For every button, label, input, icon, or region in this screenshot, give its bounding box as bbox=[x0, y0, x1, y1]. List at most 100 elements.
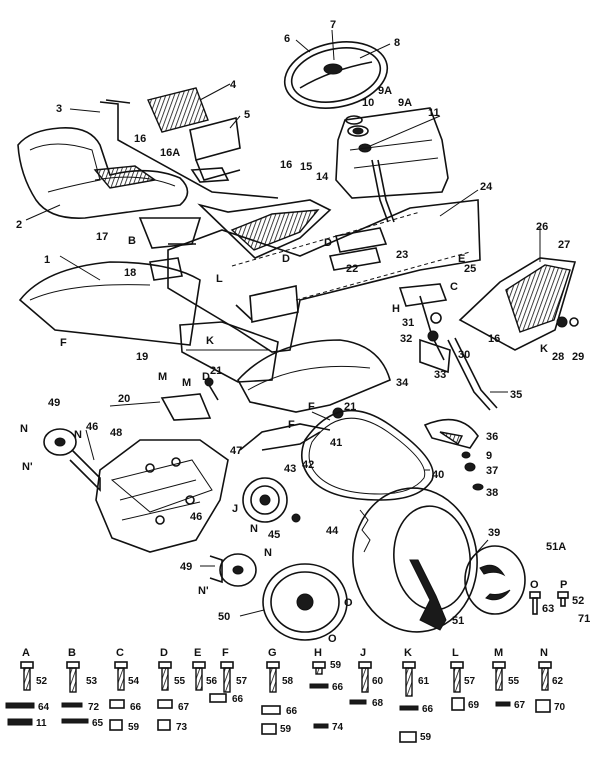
callout-35: 35 bbox=[510, 389, 522, 401]
hw-67a: 67 bbox=[178, 702, 190, 713]
callout-28: 28 bbox=[552, 351, 564, 363]
callout-6: 6 bbox=[284, 33, 290, 45]
callout-48: 48 bbox=[110, 427, 122, 439]
hw-74: 74 bbox=[332, 722, 344, 733]
callout-42: 42 bbox=[302, 459, 314, 471]
callout-33: 33 bbox=[434, 369, 446, 381]
battery-tray bbox=[179, 321, 279, 383]
callout-15: 15 bbox=[300, 161, 312, 173]
callout-20: 20 bbox=[118, 393, 130, 405]
callout-31: 31 bbox=[402, 317, 414, 329]
hw-letter-h: H bbox=[314, 647, 322, 659]
hardware-bolt-row bbox=[20, 661, 552, 697]
callout-b: B bbox=[128, 235, 136, 247]
bolt-shank-d bbox=[161, 667, 169, 691]
callout-18: 18 bbox=[124, 267, 136, 279]
bolt-shank-m bbox=[495, 667, 503, 691]
callout-n-right: N bbox=[264, 547, 272, 559]
callout-24: 24 bbox=[480, 181, 493, 193]
hw-66c: 66 bbox=[286, 706, 298, 717]
hw-letter-d: D bbox=[160, 647, 168, 659]
callout-f-link2: F bbox=[288, 419, 295, 431]
callout-27: 27 bbox=[558, 239, 570, 251]
hw-letter-l: L bbox=[452, 647, 459, 659]
callout-10: 10 bbox=[362, 97, 374, 109]
hw-59a: 59 bbox=[128, 722, 140, 733]
bolt-head-j bbox=[358, 661, 372, 669]
axle-hub-right bbox=[209, 553, 257, 587]
hw-num-g: 58 bbox=[282, 676, 294, 687]
hw-66d: 66 bbox=[332, 682, 344, 693]
callout-7: 7 bbox=[330, 19, 336, 31]
callout-9a-upper: 9A bbox=[378, 85, 392, 97]
steering-hub-parts bbox=[345, 115, 372, 153]
callout-23: 23 bbox=[396, 249, 408, 261]
callout-16-brake: 16 bbox=[488, 333, 500, 345]
bolt-head-a bbox=[20, 661, 34, 669]
transaxle bbox=[95, 439, 229, 553]
drive-pulley bbox=[242, 477, 301, 523]
drive-belt bbox=[300, 409, 434, 501]
wheel-rim bbox=[262, 563, 348, 641]
callout-22: 22 bbox=[346, 263, 358, 275]
bolt-shank-j bbox=[361, 667, 369, 693]
callout-47: 47 bbox=[230, 445, 242, 457]
hw-num-m: 55 bbox=[508, 676, 520, 687]
hw-59c: 59 bbox=[420, 732, 432, 743]
hw-num-j: 60 bbox=[372, 676, 384, 687]
hw-num-d: 55 bbox=[174, 676, 186, 687]
bolt-shank-l bbox=[453, 667, 461, 693]
bolt-shank-f bbox=[223, 667, 231, 693]
bolt-shank-h bbox=[315, 667, 323, 675]
callout-n-prime-left: N' bbox=[22, 461, 33, 473]
callout-16-pin: 16 bbox=[280, 159, 292, 171]
callout-51a: 51A bbox=[546, 541, 566, 553]
callout-51: 51 bbox=[452, 615, 464, 627]
callout-8: 8 bbox=[394, 37, 400, 49]
hw-num-b: 53 bbox=[86, 676, 98, 687]
callout-f: F bbox=[60, 337, 67, 349]
callout-e: E bbox=[458, 253, 465, 265]
hw-letter-n: N bbox=[540, 647, 548, 659]
hw-letter-k: K bbox=[404, 647, 412, 659]
callout-25: 25 bbox=[464, 263, 476, 275]
callout-30: 30 bbox=[458, 349, 470, 361]
bolt-head-m bbox=[492, 661, 506, 669]
belt-guard bbox=[423, 418, 479, 449]
callout-16a: 16A bbox=[160, 147, 180, 159]
hw-70: 70 bbox=[554, 702, 566, 713]
callout-l: L bbox=[216, 273, 223, 285]
callout-43: 43 bbox=[284, 463, 296, 475]
callout-5: 5 bbox=[244, 109, 250, 121]
bolt-head-k bbox=[402, 661, 416, 669]
hw-num-h: 59 bbox=[330, 660, 342, 671]
axle-hub-left bbox=[43, 428, 101, 492]
callout-14: 14 bbox=[316, 171, 329, 183]
dash-console bbox=[335, 107, 449, 223]
seat bbox=[17, 127, 189, 219]
bolt-head-g bbox=[266, 661, 280, 669]
bolt-shank-b bbox=[69, 667, 77, 693]
hw-69: 69 bbox=[468, 700, 480, 711]
hw-letter-a: A bbox=[22, 647, 30, 659]
callout-m2: M bbox=[182, 377, 191, 389]
callout-m1: M bbox=[158, 371, 167, 383]
callout-n-left1: N bbox=[20, 423, 28, 435]
callout-34: 34 bbox=[396, 377, 409, 389]
callout-26: 26 bbox=[536, 221, 548, 233]
bolt-shank-n bbox=[541, 667, 549, 691]
callout-36: 36 bbox=[486, 431, 498, 443]
callout-46-left: 46 bbox=[86, 421, 98, 433]
callout-d-plate: D bbox=[324, 237, 332, 249]
frame-floor bbox=[167, 199, 481, 353]
hardware-row-labels: A 52 B 53 C 54 D 55 E 56 F 57 G 58 H 59 … bbox=[22, 647, 566, 743]
bolt-head-n bbox=[538, 661, 552, 669]
callout-38: 38 bbox=[486, 487, 498, 499]
rear-fender-right bbox=[237, 339, 391, 413]
callout-h: H bbox=[392, 303, 400, 315]
hw-67b: 67 bbox=[514, 700, 526, 711]
hw-num-c: 54 bbox=[128, 676, 140, 687]
hubcap bbox=[464, 545, 526, 615]
